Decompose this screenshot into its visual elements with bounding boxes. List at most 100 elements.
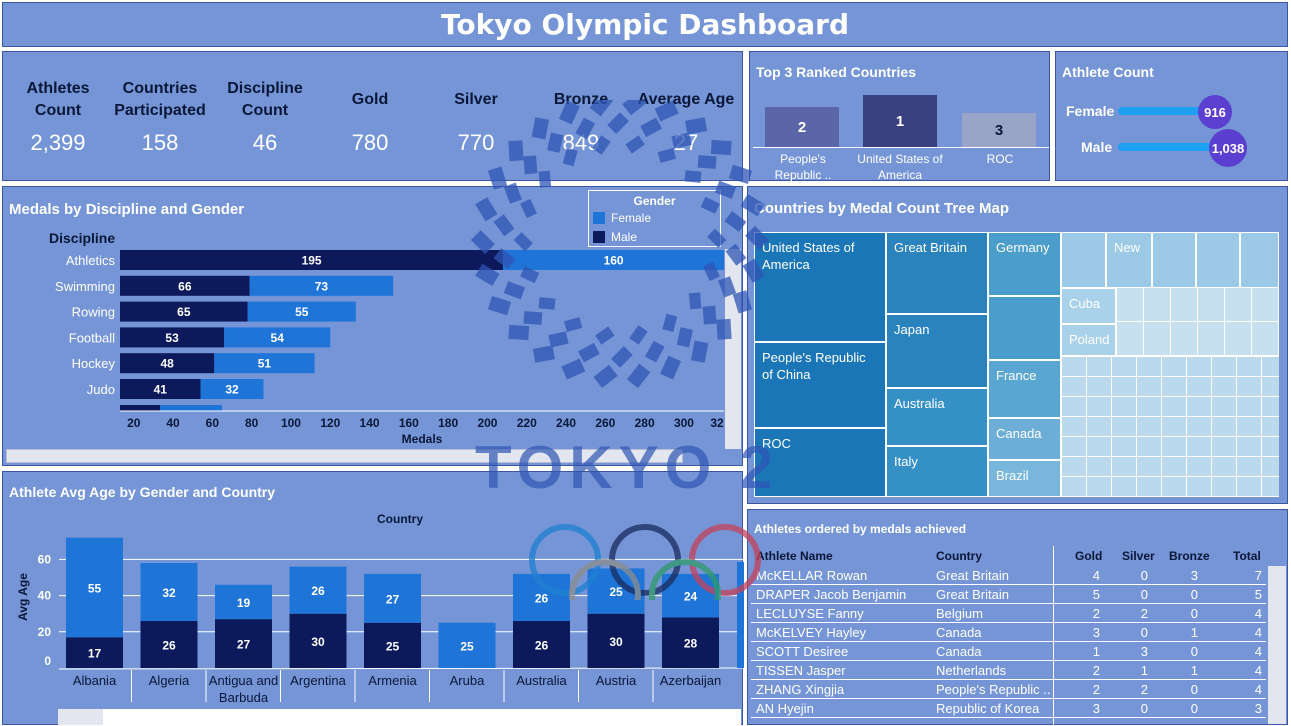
bar-segment-female — [503, 250, 724, 270]
kpi-value: 46 — [252, 130, 278, 155]
gold-cell: 2 — [1092, 663, 1100, 678]
treemap-tile-roc[interactable]: ROC — [754, 428, 886, 497]
vertical-scrollbar[interactable] — [725, 249, 741, 449]
bronze-cell: 1 — [1190, 663, 1198, 678]
data-label: 48 — [160, 357, 174, 371]
silver-cell: 0 — [1140, 587, 1148, 602]
kpi-silver: Silver 770 — [421, 78, 531, 156]
athlete-name-cell: ZHANG Xingjia — [756, 682, 845, 697]
bar-segment-male — [289, 613, 347, 668]
table-row[interactable] — [751, 604, 1266, 623]
legend-item-male[interactable]: Male — [593, 230, 720, 244]
horizontal-scrollbar[interactable] — [103, 709, 741, 725]
col-header-total[interactable]: Total — [1233, 549, 1261, 563]
bronze-cell: 0 — [1190, 682, 1198, 697]
bar-segment-male — [120, 275, 250, 296]
legend-item-female[interactable]: Female — [593, 211, 720, 225]
x-tick-label: 140 — [360, 416, 380, 430]
top3-bar-rank-2[interactable]: 2 — [765, 107, 839, 147]
kpi-label: Average Age — [637, 91, 735, 108]
treemap-tile-japan[interactable]: Japan — [886, 314, 988, 388]
data-label: 25 — [386, 639, 400, 653]
col-header-bronze[interactable]: Bronze — [1169, 549, 1210, 563]
kpi-label: Discipline Count — [227, 80, 303, 119]
legend-title: Gender — [633, 194, 676, 208]
table-row[interactable] — [751, 566, 1266, 585]
bar-segment-male — [587, 613, 645, 668]
x-tick-label: Austria — [596, 673, 637, 688]
kpi-label: Athletes Count — [26, 80, 90, 119]
table-row[interactable] — [751, 642, 1266, 661]
male-count-line[interactable] — [1118, 143, 1228, 151]
treemap-small-tiles[interactable] — [1116, 288, 1279, 356]
horizontal-scrollbar-thumb[interactable] — [58, 709, 103, 725]
treemap-tile-poland[interactable]: Poland — [1061, 324, 1116, 356]
data-label: 66 — [178, 279, 192, 293]
data-label: 25 — [460, 639, 474, 653]
treemap-tile-new[interactable]: New — [1106, 232, 1152, 288]
total-cell: 4 — [1254, 625, 1262, 640]
treemap-tile-small[interactable] — [1196, 232, 1240, 288]
bronze-cell: 1 — [1190, 625, 1198, 640]
treemap-tile-unlabeled[interactable] — [988, 296, 1061, 360]
bronze-cell: 0 — [1190, 701, 1198, 716]
bar-segment-female — [215, 584, 272, 620]
x-tick-label: 60 — [206, 416, 220, 430]
treemap-tile-small[interactable] — [1240, 232, 1279, 288]
bar-segment-male — [120, 327, 225, 348]
x-tick-label: 280 — [635, 416, 655, 430]
treemap-tile-germany[interactable]: Germany — [988, 232, 1061, 296]
data-label: 27 — [237, 638, 251, 652]
table-row[interactable] — [751, 680, 1266, 699]
top3-bar-rank-3[interactable]: 3 — [962, 113, 1036, 147]
top3-countries-panel: Top 3 Ranked Countries 2 1 3 People's Re… — [749, 51, 1050, 182]
bronze-cell: 0 — [1190, 606, 1198, 621]
male-count-bubble[interactable]: 1,038 — [1209, 129, 1247, 167]
col-header-silver[interactable]: Silver — [1122, 549, 1155, 563]
treemap-tile-italy[interactable]: Italy — [886, 446, 988, 497]
table-row[interactable] — [751, 699, 1266, 718]
total-cell: 4 — [1254, 682, 1262, 697]
treemap-tile-brazil[interactable]: Brazil — [988, 460, 1061, 497]
data-label: 41 — [154, 383, 168, 397]
vertical-scrollbar[interactable] — [1268, 566, 1286, 724]
table-row[interactable] — [751, 661, 1266, 680]
male-label: Male — [1081, 139, 1113, 155]
col-header-gold[interactable]: Gold — [1075, 549, 1103, 563]
treemap-tile-france[interactable]: France — [988, 360, 1061, 418]
country-cell: Canada — [936, 644, 982, 659]
table-row[interactable] — [751, 623, 1266, 642]
y-axis-title: Discipline — [49, 230, 115, 246]
female-count-bubble[interactable]: 916 — [1198, 95, 1232, 129]
treemap-tile-canada[interactable]: Canada — [988, 418, 1061, 460]
gender-legend: Gender Female Male — [588, 190, 721, 247]
treemap-tile-great-britain[interactable]: Great Britain — [886, 232, 988, 314]
country-cell: Republic of Korea — [936, 701, 1040, 716]
treemap-tile-cuba[interactable]: Cuba — [1061, 288, 1116, 324]
treemap-tile-usa[interactable]: United States of America — [754, 232, 886, 342]
top3-bar-rank-1[interactable]: 1 — [863, 95, 937, 147]
data-label: 30 — [609, 635, 623, 649]
table-row[interactable] — [751, 585, 1266, 604]
y-axis-title: Avg Age — [16, 573, 30, 621]
treemap-title: Countries by Medal Count Tree Map — [754, 200, 1010, 217]
bar-segment-male — [120, 353, 215, 374]
tile-label: France — [996, 368, 1037, 383]
female-label: Female — [1066, 103, 1115, 119]
female-count-value: 916 — [1204, 104, 1226, 120]
x-tick-label: 80 — [245, 416, 259, 430]
data-label: 73 — [315, 279, 329, 293]
discipline-chart-panel: Medals by Discipline and Gender Discipli… — [2, 186, 743, 466]
horizontal-scrollbar[interactable] — [6, 449, 683, 463]
treemap-small-tiles[interactable] — [1061, 356, 1279, 497]
x-tick-label: 100 — [281, 416, 301, 430]
gold-cell: 1 — [1092, 644, 1100, 659]
female-count-line[interactable] — [1118, 107, 1215, 115]
col-header-athlete-name[interactable]: Athlete Name — [756, 549, 833, 563]
treemap-tile-small[interactable] — [1061, 232, 1106, 288]
top3-country-label: United States of America — [857, 152, 943, 182]
col-header-country[interactable]: Country — [936, 549, 982, 563]
treemap-tile-australia[interactable]: Australia — [886, 388, 988, 446]
treemap-tile-small[interactable] — [1152, 232, 1196, 288]
treemap-tile-china[interactable]: People's Republic of China — [754, 342, 886, 428]
